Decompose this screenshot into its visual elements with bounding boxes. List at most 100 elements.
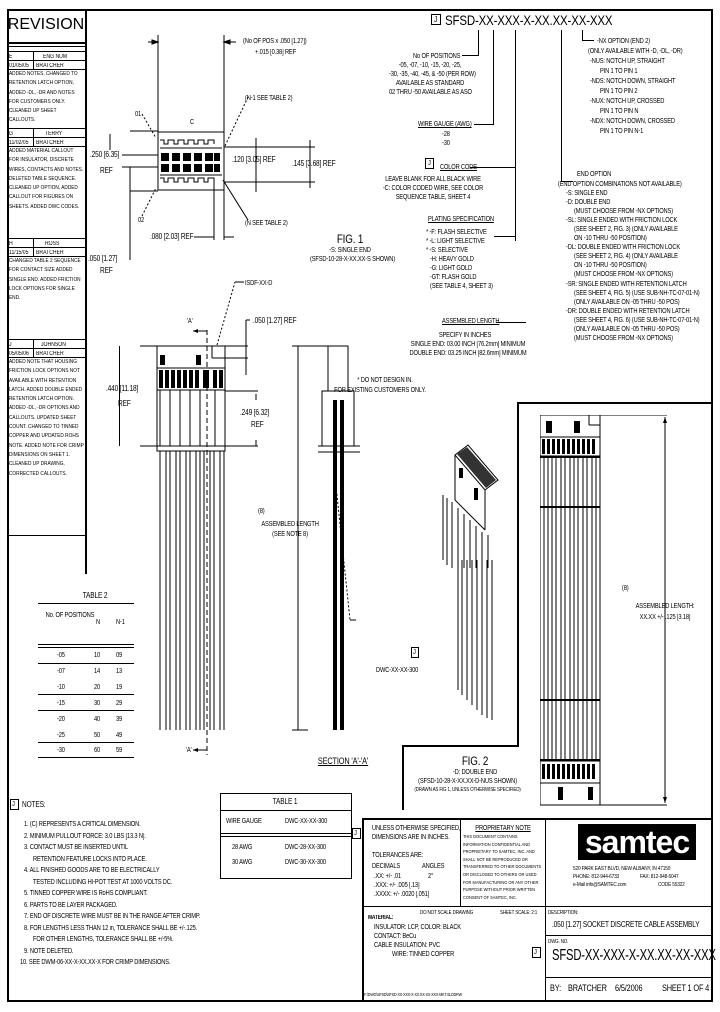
dim-250-ref: REF bbox=[100, 166, 113, 175]
dni-note-line2: FOR EXISTING CUSTOMERS ONLY. bbox=[334, 387, 426, 394]
samtec-logo: samtec bbox=[578, 824, 696, 860]
rev-date: 05/05/06 bbox=[9, 351, 29, 357]
plating-option: * -F: FLASH SELECTIVE bbox=[426, 229, 487, 236]
dim-section-mid: .249 [6.32] bbox=[240, 408, 270, 417]
note-item: 9. NOTE DELETED. bbox=[24, 948, 74, 955]
note-item: 2. MINIMUM PULLOUT FORCE: 3.0 LBS [13.3 … bbox=[24, 833, 146, 840]
proprietary-title: PROPRIETARY NOTE bbox=[475, 825, 531, 832]
table2-cell: 49 bbox=[116, 732, 123, 739]
nx-option-line: -NDS: NOTCH DOWN, STRAIGHT bbox=[590, 78, 676, 85]
rev-flag-box bbox=[431, 14, 441, 25]
rev-body: ADDED NOTES, CHANGED TO RETENTION LATCH … bbox=[9, 71, 78, 124]
table2-cell: 59 bbox=[116, 747, 123, 754]
nx-option-label: -NX OPTION (END 2) bbox=[597, 38, 650, 45]
material-line: WIRE: TINNED COPPER bbox=[392, 951, 455, 958]
dim-section-height: .440 [11.18] bbox=[106, 384, 139, 393]
rev-letter: G bbox=[9, 131, 13, 137]
table2-cell: 10 bbox=[94, 652, 101, 659]
fig2-title: FIG. 2 bbox=[461, 754, 489, 768]
fig2-crit-mark: (8) bbox=[622, 585, 629, 592]
end-option-line: -DL: DOUBLE ENDED WITH FRICTION LOCK bbox=[566, 244, 681, 251]
nx-option-line: -NDX: NOTCH DOWN, CROSSED bbox=[590, 118, 675, 125]
email: e-Mail info@SAMTEC.com bbox=[573, 882, 627, 888]
table2-cell: 29 bbox=[116, 700, 123, 707]
table2-header: N bbox=[96, 619, 100, 626]
material-line: CONTACT: BeCu bbox=[374, 933, 417, 940]
table2-cell: 30 bbox=[94, 700, 101, 707]
end-option-line: (SEE SHEET 4, FIG. 5) (USE SUB-NH-TC-07-… bbox=[574, 290, 700, 297]
no-positions-line: AVAILABLE AS STANDARD bbox=[395, 80, 465, 87]
dim-120: .120 [3.05] REF bbox=[232, 155, 276, 164]
rev-flag: J bbox=[12, 801, 15, 808]
note-item: 1. (C) REPRESENTS A CRITICAL DIMENSION. bbox=[24, 821, 141, 828]
table2-cell: 09 bbox=[116, 652, 123, 659]
material-label: MATERIAL: bbox=[368, 915, 394, 921]
cage-code: CODE 55322 bbox=[658, 882, 685, 888]
table2-cell: 20 bbox=[94, 684, 101, 691]
n1-callout: (N-1 SEE TABLE 2) bbox=[245, 95, 293, 102]
rev-eng: JOHNSON bbox=[41, 342, 66, 348]
end-option-line: ON -10 THRU -50 POSITION) bbox=[574, 235, 647, 242]
table2-cell: 60 bbox=[94, 747, 101, 754]
unless-label: UNLESS OTHERWISE SPECIFIED, bbox=[372, 825, 461, 832]
end-option-line: -DR: DOUBLE ENDED WITH RETENTION LATCH bbox=[566, 308, 690, 315]
dims-in-label: DIMENSIONS ARE IN INCHES. bbox=[372, 834, 450, 841]
note-item: 6. PARTS TO BE LAYER PACKAGED. bbox=[24, 902, 118, 909]
note-item: 10. SEE DWM-06-XX-X-XX.XX-X FOR CRIMP DI… bbox=[20, 959, 171, 966]
housing-ref: ISDF-XX-D bbox=[245, 280, 273, 287]
rev-flag: J bbox=[413, 649, 416, 656]
color-code-line: LEAVE BLANK FOR ALL BLACK WIRE bbox=[385, 176, 481, 183]
table2-cell: -05 bbox=[57, 652, 65, 659]
wire-gauge-opt: -30 bbox=[442, 140, 450, 147]
fax: FAX: 812-948-5047 bbox=[640, 874, 679, 880]
note-item: FOR OTHER LENGTHS, TOLERANCE SHALL BE +/… bbox=[33, 936, 174, 943]
table2-title: TABLE 2 bbox=[82, 591, 108, 600]
end-option-line: (END OPTION COMBINATIONS NOT AVAILABLE) bbox=[558, 181, 682, 188]
no-positions-line: -30, -35, -40, -45, & -50 (PER ROW) bbox=[389, 71, 476, 78]
section-marker-top: 'A' bbox=[187, 318, 193, 325]
rev-date: 01/05/05 bbox=[9, 63, 29, 69]
rev-eng: TERRY bbox=[45, 131, 63, 137]
nx-option-line: PIN 1 TO PIN N bbox=[600, 108, 639, 115]
table2-header: N-1 bbox=[116, 619, 125, 626]
file-path: F:\DWG\SFSD\SFSD-XX-XXX-X-XX.XX-XX-XXX-M… bbox=[364, 992, 462, 997]
wire-ref: DWC-XX-XX-300 bbox=[376, 667, 419, 674]
title-block bbox=[362, 818, 713, 1002]
wire-gauge-label: WIRE GAUGE (AWG) bbox=[418, 121, 472, 128]
dim-section-mid-ref: REF bbox=[251, 420, 264, 429]
rev-letter: H bbox=[9, 241, 13, 247]
crit-mark: (8) bbox=[258, 508, 265, 515]
table2-cell: -10 bbox=[57, 684, 65, 691]
dim-145: .145 [3.68] REF bbox=[292, 159, 336, 168]
by-name: BRATCHER bbox=[568, 983, 607, 993]
rev-flag-box bbox=[10, 799, 19, 810]
plating-option: * -S: SELECTIVE bbox=[426, 247, 468, 254]
section-title: SECTION 'A'-'A' bbox=[317, 756, 369, 766]
assembled-length-line: DOUBLE END: 03.25 INCH [82.6mm] MINIMUM bbox=[409, 350, 527, 357]
end-option-line: (SEE SHEET 4, FIG. 6) (USE SUB-NH-TC-07-… bbox=[574, 317, 700, 324]
rev-by: BRATCHER bbox=[36, 351, 64, 357]
end-option-line: (SEE SHEET 2, FIG. 4) (ONLY AVAILABLE bbox=[574, 253, 678, 260]
table2-cell: -15 bbox=[57, 700, 65, 707]
table1-header: DWC-XX-XX-300 bbox=[285, 818, 328, 825]
nx-option-line: PIN 1 TO PIN 2 bbox=[600, 88, 638, 95]
end-option-line: -S: SINGLE END bbox=[566, 190, 608, 197]
tol1: .XX: +/- .01 bbox=[374, 873, 401, 880]
note-item: 4. ALL FINISHED GOODS ARE TO BE ELECTRIC… bbox=[24, 867, 160, 874]
color-code-line: SEQUENCE TABLE, SHEET 4 bbox=[395, 194, 471, 201]
note-item: 3. CONTACT MUST BE INSERTED UNTIL bbox=[24, 844, 128, 851]
c-label: C bbox=[190, 119, 194, 126]
no-positions-line: -05, -07, -10, -15, -20, -25, bbox=[398, 62, 462, 69]
dim-section-top: .050 [1.27] REF bbox=[253, 316, 297, 325]
note-item: TESTED INCLUDING HI-POT TEST AT 1000 VOL… bbox=[33, 879, 173, 886]
table2-cell: -25 bbox=[57, 732, 65, 739]
dim-section-height-ref: REF bbox=[118, 399, 131, 408]
rev-body: ADDED NOTE THAT HOUSING FRICTION LOCK OP… bbox=[9, 359, 84, 477]
description: .050 [1.27] SOCKET DISCRETE CABLE ASSEMB… bbox=[552, 920, 700, 929]
nx-option-line: -NUS: NOTCH UP, STRAIGHT bbox=[590, 58, 665, 65]
color-code-line: -C: COLOR CODED WIRE, SEE COLOR bbox=[382, 185, 484, 192]
dwg-label: DWG. NO. bbox=[548, 939, 569, 945]
table2-cell: 50 bbox=[94, 732, 101, 739]
rev-letter: E bbox=[9, 54, 13, 60]
address: 520 PARK EAST BLVD, NEW ALBANY, IN 47150 bbox=[573, 866, 671, 872]
